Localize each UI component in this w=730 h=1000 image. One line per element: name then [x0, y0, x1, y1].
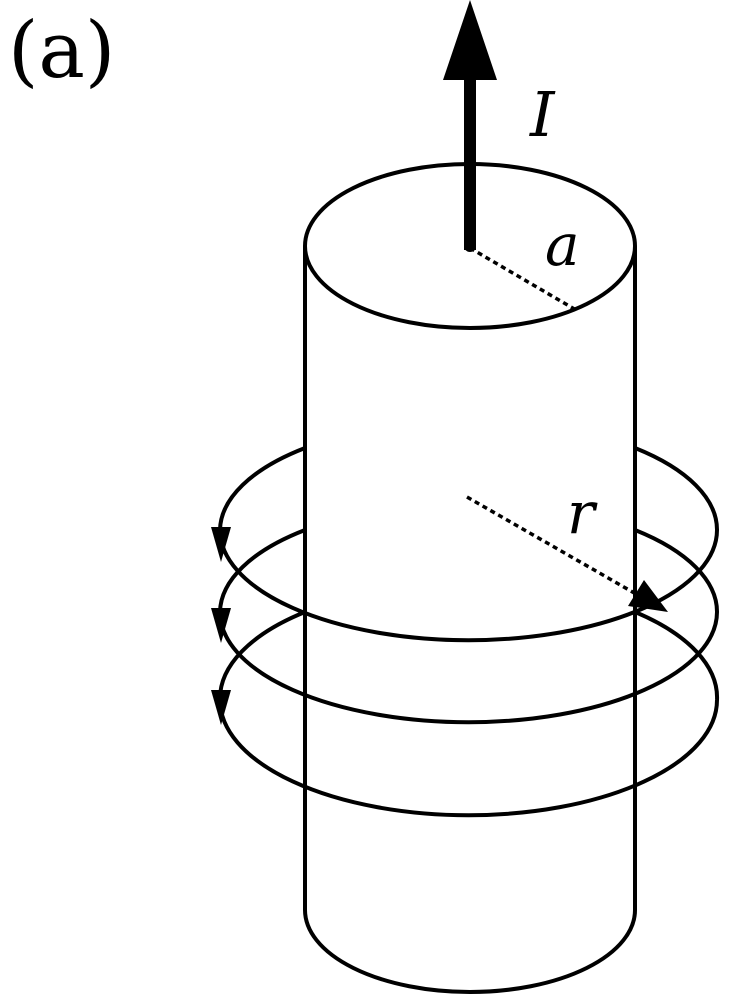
radius-r-line [466, 495, 651, 604]
panel-label: (a) [8, 6, 116, 96]
cylinder-bottom [303, 909, 637, 994]
field-loop-1-back-left [218, 446, 306, 531]
current-arrow [443, 0, 497, 252]
current-label: I [529, 78, 556, 151]
field-loop-1-back-right [634, 446, 720, 531]
loop-2-arrowhead [211, 608, 231, 643]
radius-r-arrowhead [628, 580, 668, 612]
loop-radius-label: r [567, 479, 598, 547]
field-loops [217, 446, 720, 818]
field-loop-2-back-left [218, 528, 306, 613]
wire-radius-label: a [545, 211, 580, 279]
field-loop-3-back-left [217, 610, 306, 701]
loop-direction-arrows [211, 527, 231, 725]
field-loop-3-front [218, 699, 719, 818]
radius-a-line [469, 246, 577, 312]
loop-3-arrowhead [211, 690, 231, 725]
cylinder [303, 162, 637, 994]
field-loop-2-back-right [634, 528, 720, 613]
field-loop-2-front [218, 611, 719, 725]
current-arrow-head [443, 0, 497, 80]
loop-1-arrowhead [211, 527, 231, 562]
field-loop-3-back-right [634, 610, 720, 701]
field-loop-1-front [218, 529, 719, 643]
